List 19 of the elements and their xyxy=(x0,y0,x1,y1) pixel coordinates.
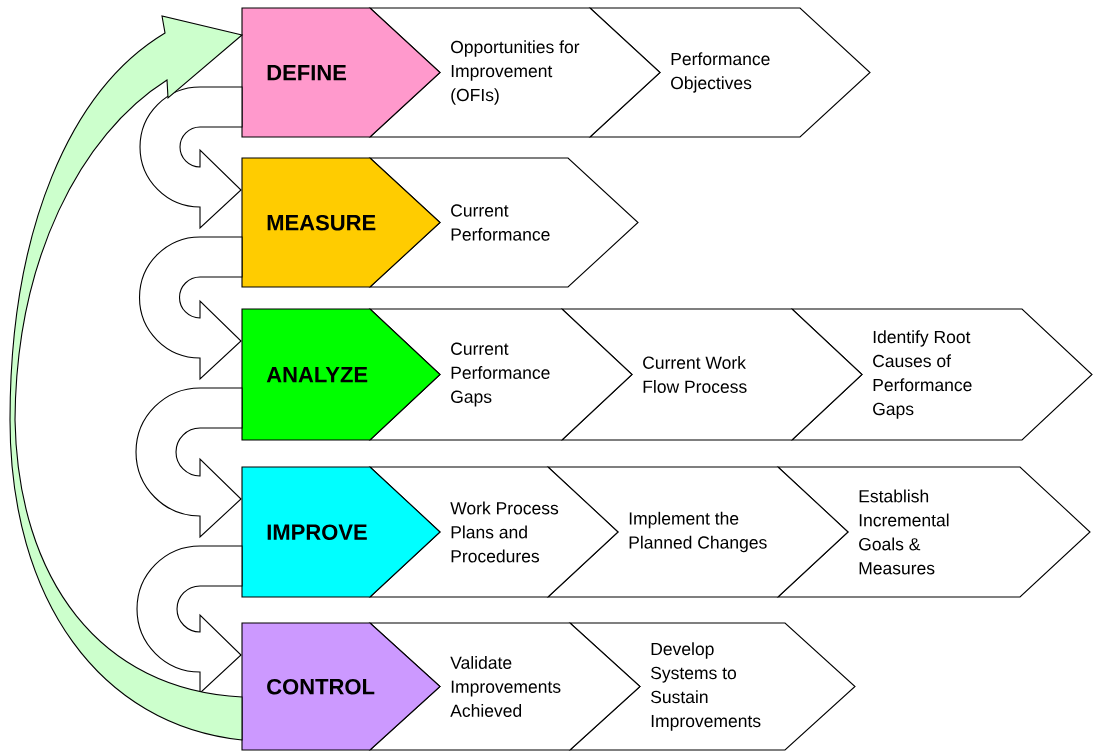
chevron-box: Opportunities for Improvement (OFIs) xyxy=(368,7,661,138)
phase-box: DEFINE xyxy=(241,7,441,138)
u-turn-arrow xyxy=(138,236,243,380)
phase-box: MEASURE xyxy=(241,157,441,288)
chevron-box: Identify Root Causes of Performance Gaps xyxy=(790,308,1093,441)
u-turn-arrow xyxy=(136,545,243,694)
curved-arrow xyxy=(9,15,243,741)
chevron-box: Work Process Plans and Procedures xyxy=(368,466,619,598)
phase-box: ANALYZE xyxy=(241,308,441,441)
u-turn-arrow xyxy=(139,86,243,229)
chevron-box: Current Work Flow Process xyxy=(560,308,863,441)
phase-box: IMPROVE xyxy=(241,466,441,598)
phase-box: CONTROL xyxy=(241,622,441,751)
chevron-box: Establish Incremental Goals & Measures xyxy=(776,466,1091,598)
chevron-box: Performance Objectives xyxy=(588,7,871,138)
chevron-box: Develop Systems to Sustain Improvements xyxy=(568,622,856,751)
node-label: Validate Improvements Achieved xyxy=(450,656,561,717)
u-turn-arrow xyxy=(135,387,243,538)
chevron-box: Current Performance Gaps xyxy=(368,308,633,441)
